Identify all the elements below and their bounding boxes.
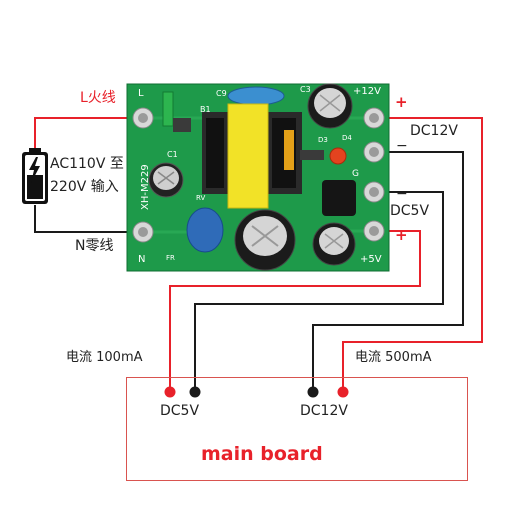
terminal-12v-minus [364,142,384,162]
label-ac-range-line1: AC110V 至 [50,157,124,171]
label-neutral: N零线 [75,239,113,253]
fuse-component [163,92,173,126]
silk-model: XH-M229 [140,164,151,210]
battery-icon [22,148,48,204]
diode [300,150,324,160]
silk-c1: C1 [167,150,178,159]
silk-b1: B1 [200,105,211,114]
silk-c9: C9 [216,89,227,98]
silk-12v: +12V [353,86,381,97]
label-current-left: 电流 100mA [66,351,143,364]
capacitor-c1 [149,163,183,197]
label-plus-top: + [395,95,408,110]
label-mb-dc12v: DC12V [300,404,348,418]
terminal-5v-minus [364,182,384,202]
label-mb-dc5v: DC5V [160,404,199,418]
label-live: L火线 [80,91,116,105]
label-ac-range-line2: 220V 输入 [50,180,119,194]
led-indicator [330,148,346,164]
silk-g: G [352,169,359,179]
capacitor-main [235,210,295,270]
silk-rv: RV [196,194,205,202]
varistor-rv [187,208,223,252]
pcb-board: XH-M229 L N +12V +5V G C1 C3 C9 B1 D3 D4… [127,84,389,271]
silk-c3: C3 [300,85,311,94]
label-minus-bottom: − [396,187,408,201]
silk-5v: +5V [360,254,382,265]
label-main-board: main board [201,445,323,464]
silk-d3: D3 [318,136,328,144]
main-board-box [126,377,468,481]
terminal-l [133,108,153,128]
label-current-right: 电流 500mA [355,351,432,364]
silk-d4: D4 [342,134,352,142]
terminal-5v-plus [364,221,384,241]
regulator-chip [322,180,356,216]
silk-l: L [138,88,144,99]
label-dc12v: DC12V [410,124,458,138]
capacitor-c9 [228,87,284,105]
silk-fr: FR [166,254,175,262]
terminal-n [133,222,153,242]
terminal-12v-plus [364,108,384,128]
capacitor-c3 [308,84,352,128]
label-plus-bottom: + [395,228,408,243]
silk-n: N [138,254,145,265]
label-minus-top: − [396,139,408,153]
capacitor-5v [313,223,355,265]
label-dc5v: DC5V [390,204,429,218]
